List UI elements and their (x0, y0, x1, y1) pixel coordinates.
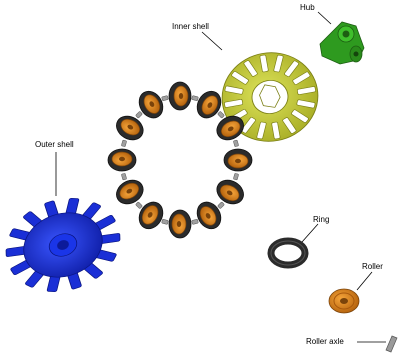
roller-axle-pin (135, 202, 142, 209)
roller-axle-pin (217, 202, 224, 209)
roller-axle-pin (162, 95, 169, 100)
outer-shell-label: Outer shell (35, 140, 74, 149)
roller-axle-pin (121, 140, 126, 147)
ring-part (271, 241, 305, 265)
outer-shell-part (0, 184, 132, 306)
roller-axle-part (386, 336, 397, 352)
roller-label: Roller (362, 262, 383, 271)
roller-axle-label: Roller axle (306, 337, 344, 346)
inner-shell-label: Inner shell (172, 22, 209, 31)
roller-unit (213, 175, 248, 208)
roller-unit (108, 149, 136, 171)
roller-part (329, 289, 359, 313)
roller-unit (169, 82, 191, 110)
roller-axle-pin (162, 219, 169, 224)
roller-unit (112, 175, 147, 208)
inner-shell-leader (202, 32, 222, 50)
roller-unit (169, 210, 191, 238)
roller-unit (112, 111, 147, 144)
hub-label: Hub (300, 3, 315, 12)
roller-axle-pin (233, 140, 238, 147)
roller-unit (224, 149, 252, 171)
roller-unit-axle-hole (119, 157, 125, 161)
roller-unit-axle-hole (177, 221, 181, 227)
ring-leader (302, 224, 318, 242)
roller-axle-pin (192, 95, 199, 100)
roller-axle-pin (233, 173, 238, 180)
hub-part (320, 22, 364, 64)
ring-label: Ring (313, 215, 329, 224)
roller-unit-axle-hole (179, 93, 183, 99)
roller-axle-pin (135, 111, 142, 118)
roller-axle-pin (121, 173, 126, 180)
roller-axle-pin (192, 219, 199, 224)
roller-leader (357, 272, 372, 290)
roller-unit-axle-hole (235, 159, 241, 163)
roller-axle-pin (217, 111, 224, 118)
hub-leader (318, 12, 331, 24)
